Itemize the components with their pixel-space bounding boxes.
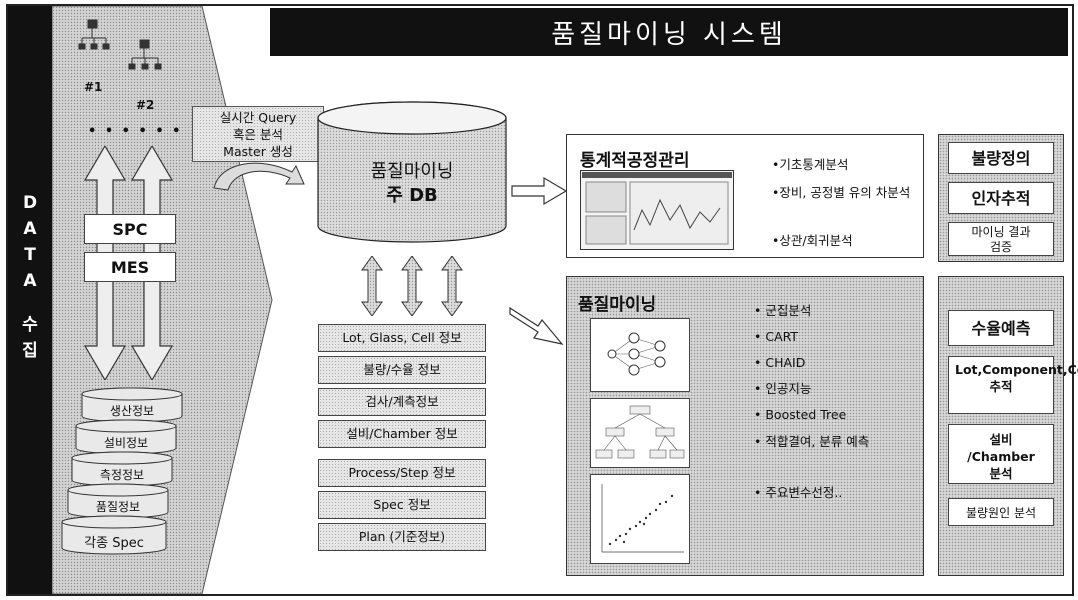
factor-tracking: 인자추적 bbox=[948, 182, 1054, 214]
defect-cause-analysis: 불량원인 분석 bbox=[948, 498, 1054, 526]
source-quality: 품질정보 bbox=[95, 500, 141, 514]
mining-bullet: • 군집분석 bbox=[754, 303, 812, 318]
main-db-subtitle: 주 DB bbox=[386, 185, 438, 206]
spc-bullet: •상관/회귀분석 bbox=[772, 233, 853, 248]
side-letter: D bbox=[22, 193, 38, 213]
query-box: 실시간 Query 혹은 분석 Master 생성 bbox=[192, 106, 324, 162]
side-letter: 집 bbox=[22, 341, 38, 361]
ellipsis-dots: • • • • • • bbox=[88, 124, 183, 139]
info-item: Lot, Glass, Cell 정보 bbox=[318, 324, 486, 352]
spc-system: SPC bbox=[84, 214, 176, 244]
mining-panel-title: 품질마이닝 bbox=[578, 295, 657, 315]
spc-bullet: •장비, 공정별 유의 차분석 bbox=[772, 185, 911, 200]
mining-bullet: • CART bbox=[754, 329, 799, 344]
curved-arrow-icon bbox=[213, 162, 305, 191]
source-production: 생산정보 bbox=[109, 404, 155, 418]
node-label: #2 bbox=[136, 98, 155, 112]
node-label: #1 bbox=[84, 80, 103, 94]
diagram-frame bbox=[6, 4, 1074, 596]
info-item: Process/Step 정보 bbox=[318, 459, 486, 487]
info-item: Plan (기준정보) bbox=[318, 523, 486, 551]
page-title: 품질마이닝 시스템 bbox=[270, 8, 1068, 56]
network-nodes-icon bbox=[78, 19, 162, 70]
info-item: Spec 정보 bbox=[318, 491, 486, 519]
main-db-title: 품질마이닝 bbox=[370, 161, 454, 182]
source-databases bbox=[61, 387, 183, 555]
spc-screenshot-thumbnail bbox=[580, 170, 734, 250]
mes-system: MES bbox=[84, 252, 176, 282]
yield-prediction: 수율예측 bbox=[948, 310, 1054, 346]
side-bar bbox=[8, 6, 52, 594]
source-equipment: 설비정보 bbox=[103, 436, 149, 450]
side-letter: A bbox=[23, 271, 37, 291]
main-database-icon bbox=[317, 101, 507, 243]
mining-bullet: • 인공지능 bbox=[754, 381, 812, 396]
mining-bullet: • CHAID bbox=[754, 355, 806, 370]
source-spec: 각종 Spec bbox=[84, 536, 144, 551]
info-item: 불량/수율 정보 bbox=[318, 356, 486, 384]
query-line: Master 생성 bbox=[223, 144, 293, 159]
data-collection-label: D A T A 수 집 bbox=[8, 190, 52, 364]
lot-component-cell-tracking: Lot,Component,Cell 추적 bbox=[948, 356, 1078, 414]
spc-bullet: •기초통계분석 bbox=[772, 157, 849, 172]
scatter-plot-thumbnail bbox=[590, 474, 690, 564]
defect-definition: 불량정의 bbox=[948, 142, 1054, 174]
mining-bullet: • 적합결여, 분류 예측 bbox=[754, 434, 870, 449]
mining-result-verify: 마이닝 결과 검증 bbox=[948, 222, 1054, 256]
side-letter: A bbox=[23, 219, 37, 239]
equipment-chamber-analysis: 설비 /Chamber 분석 bbox=[948, 424, 1054, 484]
decision-tree-thumbnail bbox=[590, 398, 690, 468]
side-letter: T bbox=[24, 245, 36, 265]
info-item: 설비/Chamber 정보 bbox=[318, 420, 486, 448]
info-item: 검사/계측정보 bbox=[318, 388, 486, 416]
right-arrow-icon bbox=[511, 176, 568, 206]
diagonal-arrow-icon bbox=[509, 306, 564, 345]
mining-bullet: • Boosted Tree bbox=[754, 407, 847, 422]
mining-bullet: • 주요변수선정.. bbox=[754, 485, 843, 500]
spc-panel-title: 통계적공정관리 bbox=[580, 151, 690, 171]
neural-network-thumbnail bbox=[590, 318, 690, 392]
main-db-label: 품질마이닝 주 DB bbox=[316, 160, 508, 208]
query-line: 실시간 Query bbox=[219, 110, 297, 125]
source-measurement: 측정정보 bbox=[99, 468, 145, 482]
db-link-arrows-icon bbox=[361, 256, 463, 316]
query-line: 혹은 분석 bbox=[233, 127, 283, 142]
side-letter: 수 bbox=[22, 315, 38, 335]
